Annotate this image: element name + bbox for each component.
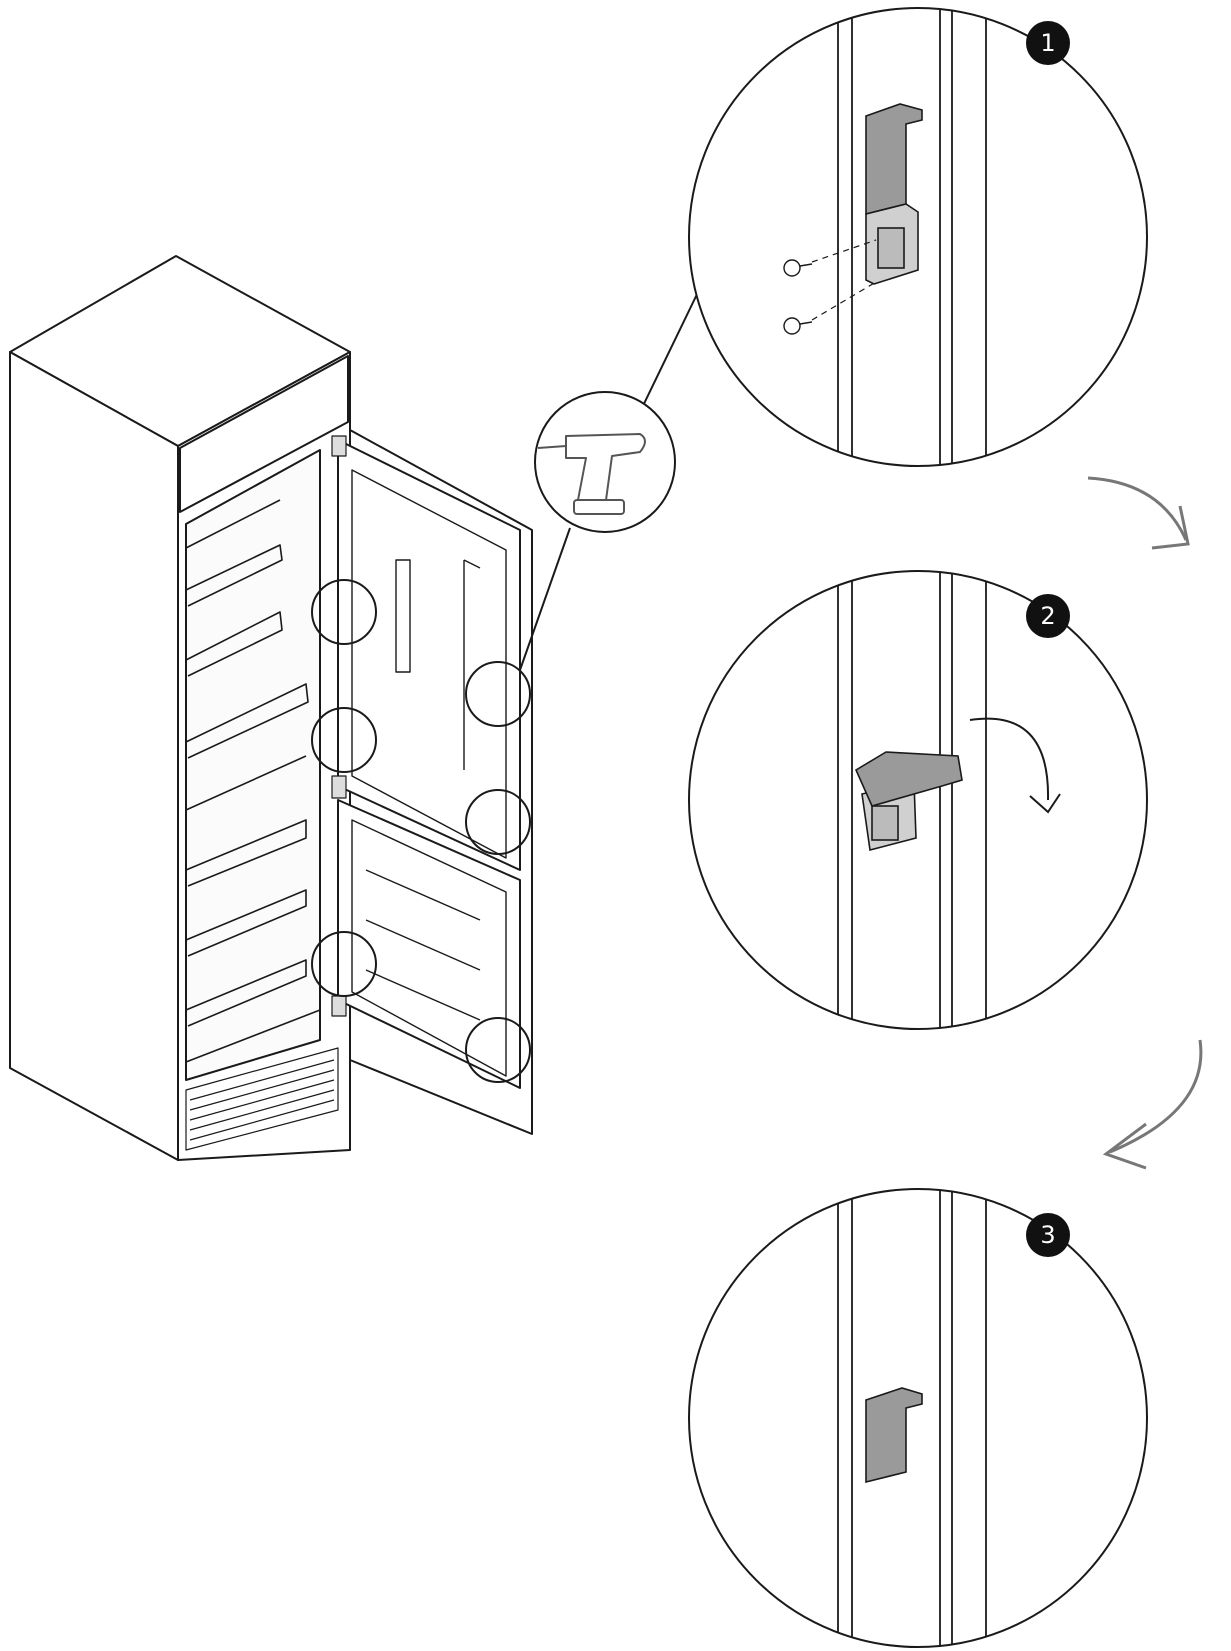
screw-icon [783,259,813,335]
hinge-cover-installed [865,1387,923,1484]
leader-line-to-step1 [639,287,701,413]
curved-arrow-icon [1087,476,1190,550]
leader-line [519,527,571,671]
cabinet-side [9,351,179,1161]
door-edge-profile [837,1189,987,1647]
tool-callout [534,391,676,533]
step-1-detail: 1 [688,7,1148,467]
lower-door-inner [351,819,507,1077]
highlight-circles [311,579,531,1083]
step-number-2: 2 [1040,602,1055,630]
fridge-interior [185,449,321,1081]
highlight-mid-right [465,789,531,855]
step-badge-1: 1 [1026,21,1070,65]
hinge-cover-part [854,751,963,852]
door-bins [365,559,481,1021]
bottom-vent-grille [185,1047,339,1151]
hinges [331,435,347,1017]
step-number-1: 1 [1040,29,1055,57]
step-3-detail: 3 [688,1188,1148,1648]
highlight-lower-right [465,1017,531,1083]
step-number-3: 3 [1040,1221,1055,1249]
step-badge-2: 2 [1026,594,1070,638]
fridge-shelves [185,499,321,1063]
rotate-clockwise-icon [969,717,1061,814]
step-badge-3: 3 [1026,1213,1070,1257]
highlight-upper-left [311,579,377,645]
highlight-mid-left [311,707,377,773]
hinge-cover-part [865,103,923,285]
step-2-detail: 2 [688,570,1148,1030]
door-edge-profile [837,571,987,1029]
cordless-drill-icon [537,433,646,515]
curved-arrow-icon [1102,1039,1203,1170]
upper-door-inner [351,469,507,859]
fridge-cabinet-illustration [9,255,533,1161]
screw-guide-lines [811,239,877,321]
door-edge-profile [837,8,987,466]
highlight-lower-left [311,931,377,997]
highlight-upper-right [465,661,531,727]
upper-door [337,439,521,871]
cabinet-top-panel [179,355,349,513]
